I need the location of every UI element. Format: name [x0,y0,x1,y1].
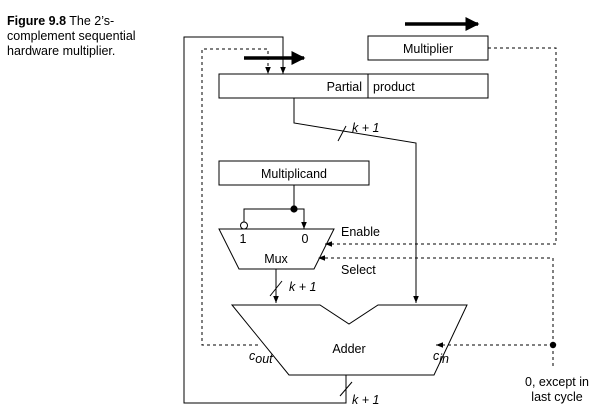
width-slash-mux [269,280,283,297]
adder-label: Adder [332,342,365,356]
width-label-sum: k + 1 [352,393,379,407]
mux-label: Mux [264,252,288,266]
width-slash-pp [337,125,347,142]
cin-label: cin [433,349,449,366]
mux-input-0-label: 0 [302,232,309,246]
partial-product-register [218,73,489,99]
inverter-bubble [240,221,248,230]
figure-caption-text: The 2’s-complement sequential hardware m… [7,14,136,58]
cout-label: cout [249,349,273,366]
product-label: product [373,80,415,94]
partial-label: Partial [327,80,362,94]
carry-in-note-line2: last cycle [531,390,582,404]
enable-control-wire [325,47,557,247]
adder [230,304,468,376]
multiplicand-register [218,160,370,186]
mux [218,228,335,270]
multiplicand-label: Multiplicand [261,167,327,181]
select-control-wire [318,255,554,345]
width-slash-sum [339,381,353,397]
width-label-mux: k + 1 [289,280,316,294]
carry-in-note-line1: 0, except in [525,375,589,389]
select-label: Select [341,263,376,277]
width-label-pp: k + 1 [352,121,379,135]
multiplier-register [367,35,489,61]
mux-input1-wire [243,208,294,222]
figure-caption: Figure 9.8 The 2’s-complement sequential… [7,14,167,59]
sum-feedback-wire [183,36,347,404]
mux-input-1-label: 1 [240,232,247,246]
enable-label: Enable [341,225,380,239]
figure-label: Figure 9.8 [7,14,67,28]
mux-input0-wire [294,208,307,229]
carry-out-feedback-wire [201,48,271,346]
multiplier-label: Multiplier [403,42,453,56]
partial-product-to-adder-wire [293,98,419,303]
